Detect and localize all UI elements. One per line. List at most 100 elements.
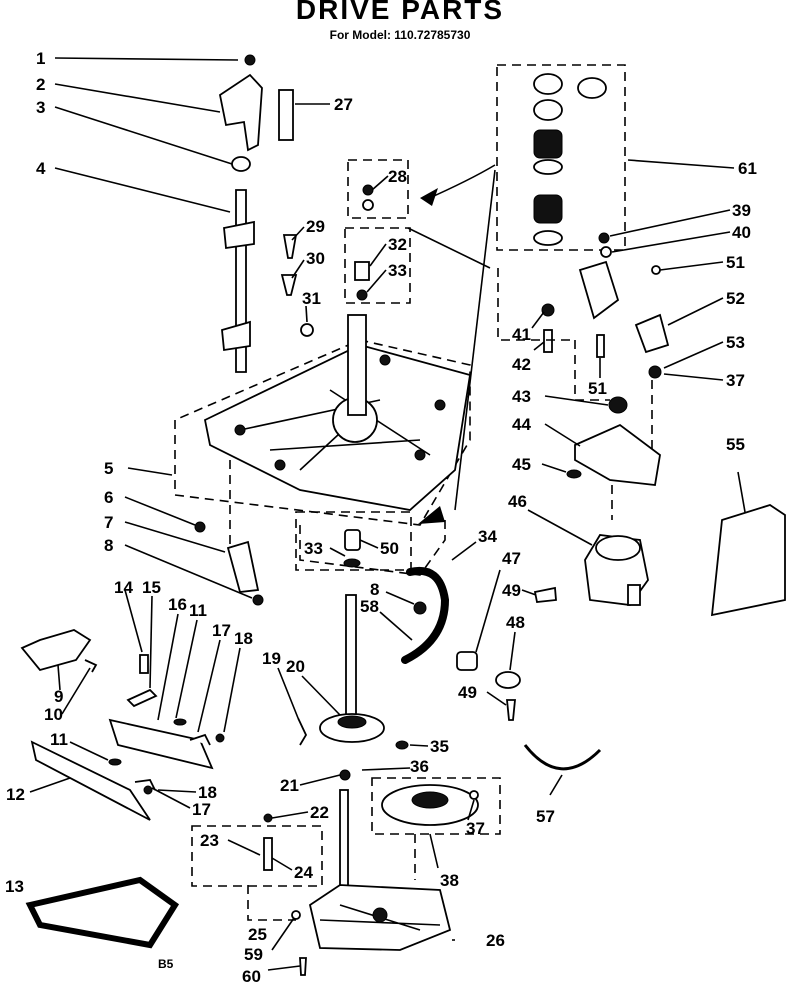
part-8-nut-right xyxy=(413,601,427,615)
part-17-spring-a xyxy=(189,733,211,746)
callout-11b: 11 xyxy=(50,730,68,749)
leader-49a xyxy=(521,589,537,596)
box-part-36-37 xyxy=(371,777,501,835)
part-37-screw xyxy=(469,790,479,800)
leader-17a xyxy=(197,639,221,733)
base-bolt-3 xyxy=(414,449,426,461)
leader-21 xyxy=(299,774,341,786)
part-28-ring xyxy=(362,199,374,211)
callout-49a: 49 xyxy=(502,581,521,600)
box-part-23-24 xyxy=(191,825,323,887)
callout-4: 4 xyxy=(36,159,46,178)
callout-20: 20 xyxy=(286,657,305,676)
leader-14 xyxy=(124,589,143,653)
part-21-clip xyxy=(339,769,351,781)
leader-49b xyxy=(486,691,507,706)
part-30-screw xyxy=(280,274,298,296)
part-61-spring-1 xyxy=(533,129,563,159)
callout-53: 53 xyxy=(726,333,745,352)
part-49-screw-b xyxy=(506,699,516,721)
callout-36: 36 xyxy=(410,757,429,776)
callout-27: 27 xyxy=(334,95,353,114)
leader-33b xyxy=(329,547,346,557)
part-20-hub xyxy=(337,715,367,729)
part-46-outlet xyxy=(627,584,641,606)
callout-25: 25 xyxy=(248,925,267,944)
callout-1: 1 xyxy=(36,49,45,68)
dash-hose-route xyxy=(299,520,446,576)
page-code: B5 xyxy=(158,957,174,971)
callout-59: 59 xyxy=(244,945,263,964)
leader-37a xyxy=(663,373,724,381)
leader-20 xyxy=(301,675,341,716)
callout-57: 57 xyxy=(536,807,555,826)
box-part-61 xyxy=(496,64,626,251)
leader-18a xyxy=(223,647,241,733)
part-40-washer xyxy=(600,246,612,258)
leader-43 xyxy=(544,395,609,406)
callout-5: 5 xyxy=(104,459,113,478)
main-shaft xyxy=(345,594,357,716)
callout-19: 19 xyxy=(262,649,281,668)
callout-43: 43 xyxy=(512,387,531,406)
leader-10 xyxy=(61,667,91,715)
callout-17a: 17 xyxy=(212,621,231,640)
leader-12 xyxy=(29,777,71,793)
part-11-washer-a xyxy=(173,718,187,726)
leader-6 xyxy=(124,496,196,526)
lower-shaft xyxy=(339,789,349,901)
part-46-pump-top xyxy=(595,535,641,561)
part-15-clip xyxy=(126,688,158,708)
callout-17b: 17 xyxy=(192,800,211,819)
leader-58 xyxy=(379,611,413,641)
part-3-bushing xyxy=(231,156,251,172)
part-45-washer xyxy=(566,469,582,479)
leader-17b xyxy=(151,787,191,809)
callout-39: 39 xyxy=(732,201,751,220)
callout-34: 34 xyxy=(478,527,497,546)
callout-11a: 11 xyxy=(189,601,207,620)
callout-45: 45 xyxy=(512,455,531,474)
callout-44: 44 xyxy=(512,415,531,434)
leader-38 xyxy=(429,833,439,869)
part-61-cap-2 xyxy=(577,77,607,99)
part-29-screw xyxy=(282,234,298,259)
leader-16 xyxy=(157,613,179,721)
callout-16: 16 xyxy=(168,595,187,614)
dash-group-41 xyxy=(497,268,575,341)
model-number: For Model: 110.72785730 xyxy=(329,28,471,42)
callout-21: 21 xyxy=(280,776,299,795)
part-31-clip xyxy=(300,323,314,337)
base-bolt-2 xyxy=(274,459,286,471)
callout-42: 42 xyxy=(512,355,531,374)
leader-31 xyxy=(305,305,308,323)
part-13-belt xyxy=(25,876,180,949)
leader-37b xyxy=(467,799,475,821)
leader-50 xyxy=(359,539,379,549)
leader-53 xyxy=(663,341,724,369)
leader-35 xyxy=(409,744,429,747)
part-9-block xyxy=(20,629,92,672)
leader-8-left xyxy=(124,544,253,599)
callout-29: 29 xyxy=(306,217,325,236)
callout-2: 2 xyxy=(36,75,45,94)
leader-51a xyxy=(659,261,724,271)
part-44-mount-plate xyxy=(574,423,661,486)
callout-52: 52 xyxy=(726,289,745,308)
part-4-lower-clip xyxy=(221,320,251,352)
callout-22: 22 xyxy=(310,803,329,822)
part-28-washer xyxy=(362,184,374,196)
leader-57 xyxy=(549,774,563,796)
callout-33a: 33 xyxy=(388,261,407,280)
part-4-upper-clip xyxy=(223,220,255,250)
callout-6: 6 xyxy=(104,488,113,507)
callout-8-left: 8 xyxy=(104,536,113,555)
leader-48 xyxy=(509,631,516,671)
callout-60: 60 xyxy=(242,967,261,986)
part-61-ring-1 xyxy=(533,99,563,121)
callout-58: 58 xyxy=(360,597,379,616)
leader-19 xyxy=(277,667,299,719)
center-post xyxy=(347,314,367,416)
part-41-nut xyxy=(541,303,555,317)
box-part-33-50 xyxy=(295,511,412,571)
